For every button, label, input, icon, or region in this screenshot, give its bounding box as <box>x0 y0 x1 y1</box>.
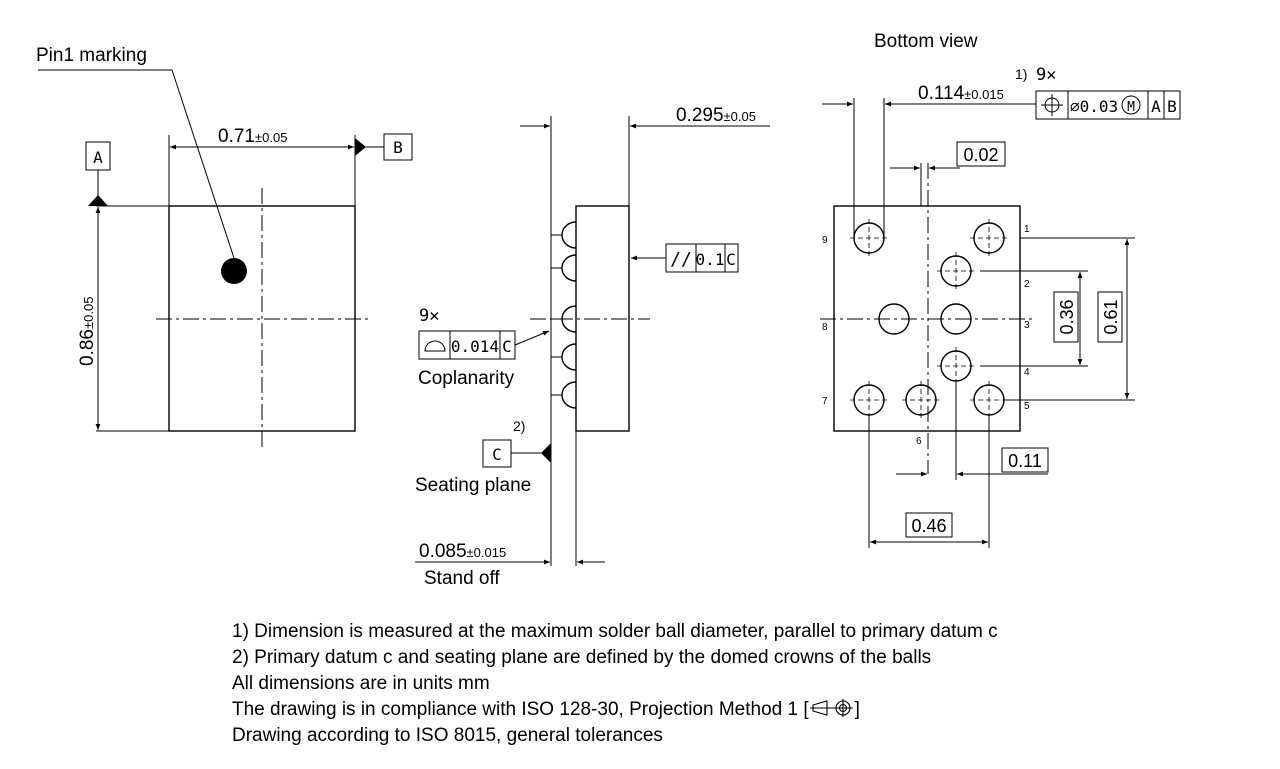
pin1-dot <box>221 258 247 284</box>
height-value: 0.86±0.05 <box>77 297 98 366</box>
pin-number: 7 <box>822 396 828 407</box>
top-view <box>38 69 413 448</box>
coplanarity-label: Coplanarity <box>418 368 515 389</box>
pin-number: 1 <box>1024 224 1030 235</box>
standoff-label: Stand off <box>424 568 500 589</box>
position-tolerance-frame <box>1035 90 1181 120</box>
pitch-x1-value: 0.11 <box>1008 451 1042 471</box>
position-tolerance-value: ⌀0.03 <box>1070 97 1118 116</box>
pin-number: 2 <box>1024 279 1030 290</box>
mmc-modifier-circle <box>1121 95 1141 115</box>
ball-diameter-value: 0.114±0.015 <box>918 83 1004 104</box>
parallelism-datum: C <box>726 250 736 269</box>
ball-side <box>561 381 577 409</box>
width-value: 0.71±0.05 <box>218 126 287 147</box>
ball-side <box>561 254 577 282</box>
seating-plane-label: Seating plane <box>415 475 531 496</box>
position-datum-b: B <box>1167 97 1177 116</box>
note-line: All dimensions are in units mm <box>232 673 490 694</box>
standoff-value: 0.085±0.015 <box>419 541 506 562</box>
side-view <box>415 116 770 566</box>
datum-b-box <box>383 133 413 161</box>
datum-c-note: 2) <box>513 418 525 434</box>
parallelism-value: 0.1 <box>696 250 725 269</box>
ball-side <box>561 343 577 371</box>
note-line: Drawing according to ISO 8015, general t… <box>232 725 663 746</box>
pitch-y1-box <box>1053 291 1079 343</box>
pin-numbers: 1 2 3 4 5 6 7 8 9 <box>822 224 1030 447</box>
datum-b-letter: B <box>393 138 403 157</box>
datum-c-triangle <box>541 443 551 463</box>
pitch-x2-box <box>905 512 953 538</box>
notes-block: 1) Dimension is measured at the maximum … <box>232 619 998 749</box>
coplanarity-value: 0.014 <box>451 337 499 356</box>
note-line: The drawing is in compliance with ISO 12… <box>232 697 998 723</box>
ball-8 <box>878 303 910 335</box>
pin-number: 9 <box>822 235 828 246</box>
coplanarity-datum: C <box>502 337 512 356</box>
datum-a-letter: A <box>93 148 103 167</box>
pitch-y2-box <box>1097 291 1123 343</box>
pin1-leader <box>171 69 235 259</box>
position-icon <box>1041 94 1063 116</box>
pin-number: 3 <box>1024 320 1030 331</box>
ball-3 <box>940 303 972 335</box>
mmc-modifier: M <box>1127 100 1135 115</box>
note-line: 2) Primary datum c and seating plane are… <box>232 647 932 668</box>
pin-number: 8 <box>822 322 828 333</box>
pitch-y2-value: 0.61 <box>1101 299 1121 334</box>
pin-number: 4 <box>1024 367 1030 378</box>
parallelism-frame <box>665 243 739 273</box>
ball-side <box>561 221 577 249</box>
pin1-label: Pin1 marking <box>36 45 147 66</box>
bottom-view <box>820 90 1181 548</box>
datum-b-triangle <box>355 138 366 156</box>
projection-method-icon <box>809 699 853 717</box>
offset-box <box>956 141 1006 167</box>
note-text: The drawing is in compliance with ISO 12… <box>232 699 809 720</box>
parallelism-symbol: // <box>670 249 692 270</box>
pitch-y1-value: 0.36 <box>1057 299 1077 334</box>
coplanarity-count: 9✕ <box>419 306 439 326</box>
position-datum-a: A <box>1151 97 1161 116</box>
ball-count: 9✕ <box>1036 65 1056 85</box>
package-body-side <box>575 205 630 432</box>
pin-number: 5 <box>1024 401 1030 412</box>
ball-note: 1) <box>1015 66 1027 82</box>
pin-number: 6 <box>916 436 922 447</box>
offset-value: 0.02 <box>963 145 998 165</box>
pitch-x1-box <box>1001 447 1049 473</box>
note-line: 1) Dimension is measured at the maximum … <box>232 621 998 642</box>
profile-surface-icon <box>424 340 446 352</box>
thickness-value: 0.295±0.05 <box>676 105 756 126</box>
note-text: ] <box>854 699 860 720</box>
ball-side <box>561 305 577 333</box>
datum-a-triangle <box>88 195 108 206</box>
bottom-view-title: Bottom view <box>874 31 978 52</box>
pitch-x2-value: 0.46 <box>911 516 946 536</box>
datum-c-letter: C <box>492 445 502 464</box>
